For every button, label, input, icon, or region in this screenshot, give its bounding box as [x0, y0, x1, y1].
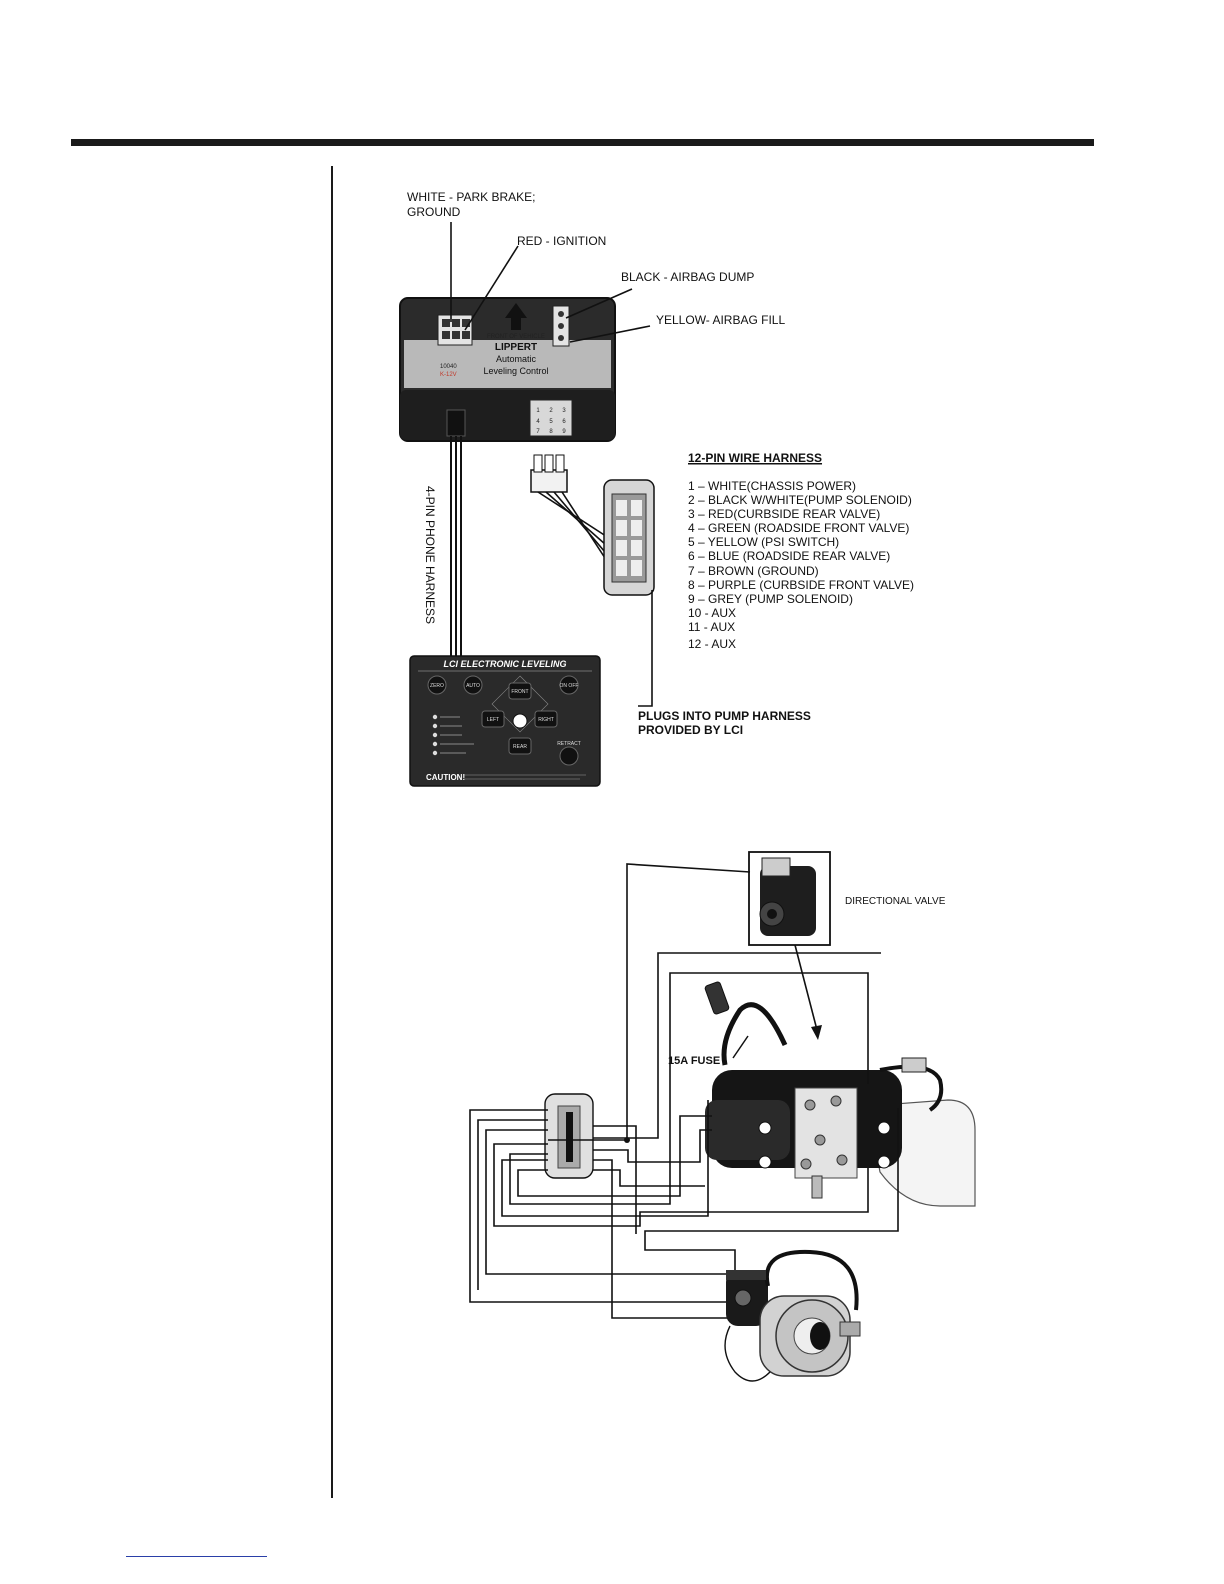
touchpad-zero-button[interactable]: ZERO	[430, 683, 444, 689]
pump-harness-connector	[544, 1093, 594, 1179]
keypad-key: 2	[549, 408, 553, 414]
harness-pin: 2 – BLACK W/WHITE(PUMP SOLENOID)	[688, 493, 912, 507]
keypad-key: 7	[536, 429, 540, 435]
directional-valve	[748, 851, 831, 946]
controller-model: 10040	[440, 364, 457, 370]
directional-valve-label: DIRECTIONAL VALVE	[845, 896, 946, 907]
callout-red-ignition: RED - IGNITION	[517, 234, 606, 248]
callout-white-ground: GROUND	[407, 205, 461, 219]
controller-front-label: FRONT OF VEHICLE	[487, 334, 545, 340]
harness-pin: 9 – GREY (PUMP SOLENOID)	[688, 592, 853, 606]
callout-lines	[450, 222, 651, 343]
harness-pin: 5 – YELLOW (PSI SWITCH)	[688, 535, 839, 549]
keypad-key: 1	[536, 408, 540, 414]
touchpad-front-arrow[interactable]: FRONT	[511, 689, 528, 695]
controller-brand: LIPPERT	[495, 342, 537, 353]
keypad-key: 4	[536, 419, 540, 425]
controller-line2: Leveling Control	[483, 366, 548, 376]
harness-pin: 11 - AUX	[688, 620, 735, 634]
harness-pin: 10 - AUX	[688, 606, 736, 620]
keypad-key: 8	[549, 429, 553, 435]
touchpad-panel: LCI ELECTRONIC LEVELING ZERO AUTO ON OFF…	[409, 655, 601, 787]
keypad-key: 3	[562, 408, 566, 414]
touchpad-left-arrow[interactable]: LEFT	[487, 717, 499, 723]
callout-white-park-brake: WHITE - PARK BRAKE;	[407, 190, 535, 204]
harness-pin: 3 – RED(CURBSIDE REAR VALVE)	[688, 507, 880, 521]
harness-pin: 7 – BROWN (GROUND)	[688, 564, 819, 578]
touchpad-auto-button[interactable]: AUTO	[466, 683, 480, 689]
controller-voltage: K-12V	[440, 372, 457, 378]
fuse-label: 15A FUSE	[668, 1055, 720, 1067]
harness-pin: 1 – WHITE(CHASSIS POWER)	[688, 479, 856, 493]
three-pin-plug	[530, 454, 568, 493]
leveling-controller: FRONT OF VEHICLE LIPPERT Automatic Level…	[399, 297, 616, 442]
callout-provided-by-lci: PROVIDED BY LCI	[638, 723, 743, 737]
harness-title: 12-PIN WIRE HARNESS	[688, 451, 822, 465]
harness-pin: 4 – GREEN (ROADSIDE FRONT VALVE)	[688, 521, 909, 535]
harness-pin: 12 - AUX	[688, 637, 736, 651]
touchpad-on-off-button[interactable]: ON OFF	[560, 683, 579, 689]
touchpad-title: LCI ELECTRONIC LEVELING	[443, 659, 566, 669]
keypad-key: 6	[562, 419, 566, 425]
phone-harness-cable	[450, 436, 462, 656]
harness-legend: 12-PIN WIRE HARNESS 1 – WHITE(CHASSIS PO…	[688, 451, 914, 651]
touchpad-right-arrow[interactable]: RIGHT	[538, 717, 554, 723]
callout-black-airbag-dump: BLACK - AIRBAG DUMP	[621, 270, 754, 284]
controller-keypad: 1 2 3 4 5 6 7 8 9	[536, 408, 566, 435]
header-rule	[71, 139, 1094, 146]
twelve-pin-connector	[603, 479, 655, 596]
footer-link-underline[interactable]	[126, 1556, 267, 1557]
harness-pin: 6 – BLUE (ROADSIDE REAR VALVE)	[688, 549, 890, 563]
phone-harness-label: 4-PIN PHONE HARNESS	[423, 486, 437, 624]
pump-motor	[724, 1249, 861, 1382]
touchpad-retract-button[interactable]: RETRACT	[557, 741, 581, 747]
harness-pin: 8 – PURPLE (CURBSIDE FRONT VALVE)	[688, 578, 914, 592]
column-divider	[331, 166, 333, 1498]
pump-manifold	[704, 981, 976, 1207]
callout-yellow-airbag-fill: YELLOW- AIRBAG FILL	[656, 313, 785, 327]
pump-wiring	[469, 863, 899, 1319]
callout-plugs-into-pump-harness: PLUGS INTO PUMP HARNESS	[638, 709, 811, 723]
touchpad-rear-arrow[interactable]: REAR	[513, 744, 527, 750]
keypad-key: 5	[549, 419, 553, 425]
touchpad-caution: CAUTION!	[426, 773, 465, 782]
keypad-key: 9	[562, 429, 566, 435]
controller-line1: Automatic	[496, 354, 537, 364]
